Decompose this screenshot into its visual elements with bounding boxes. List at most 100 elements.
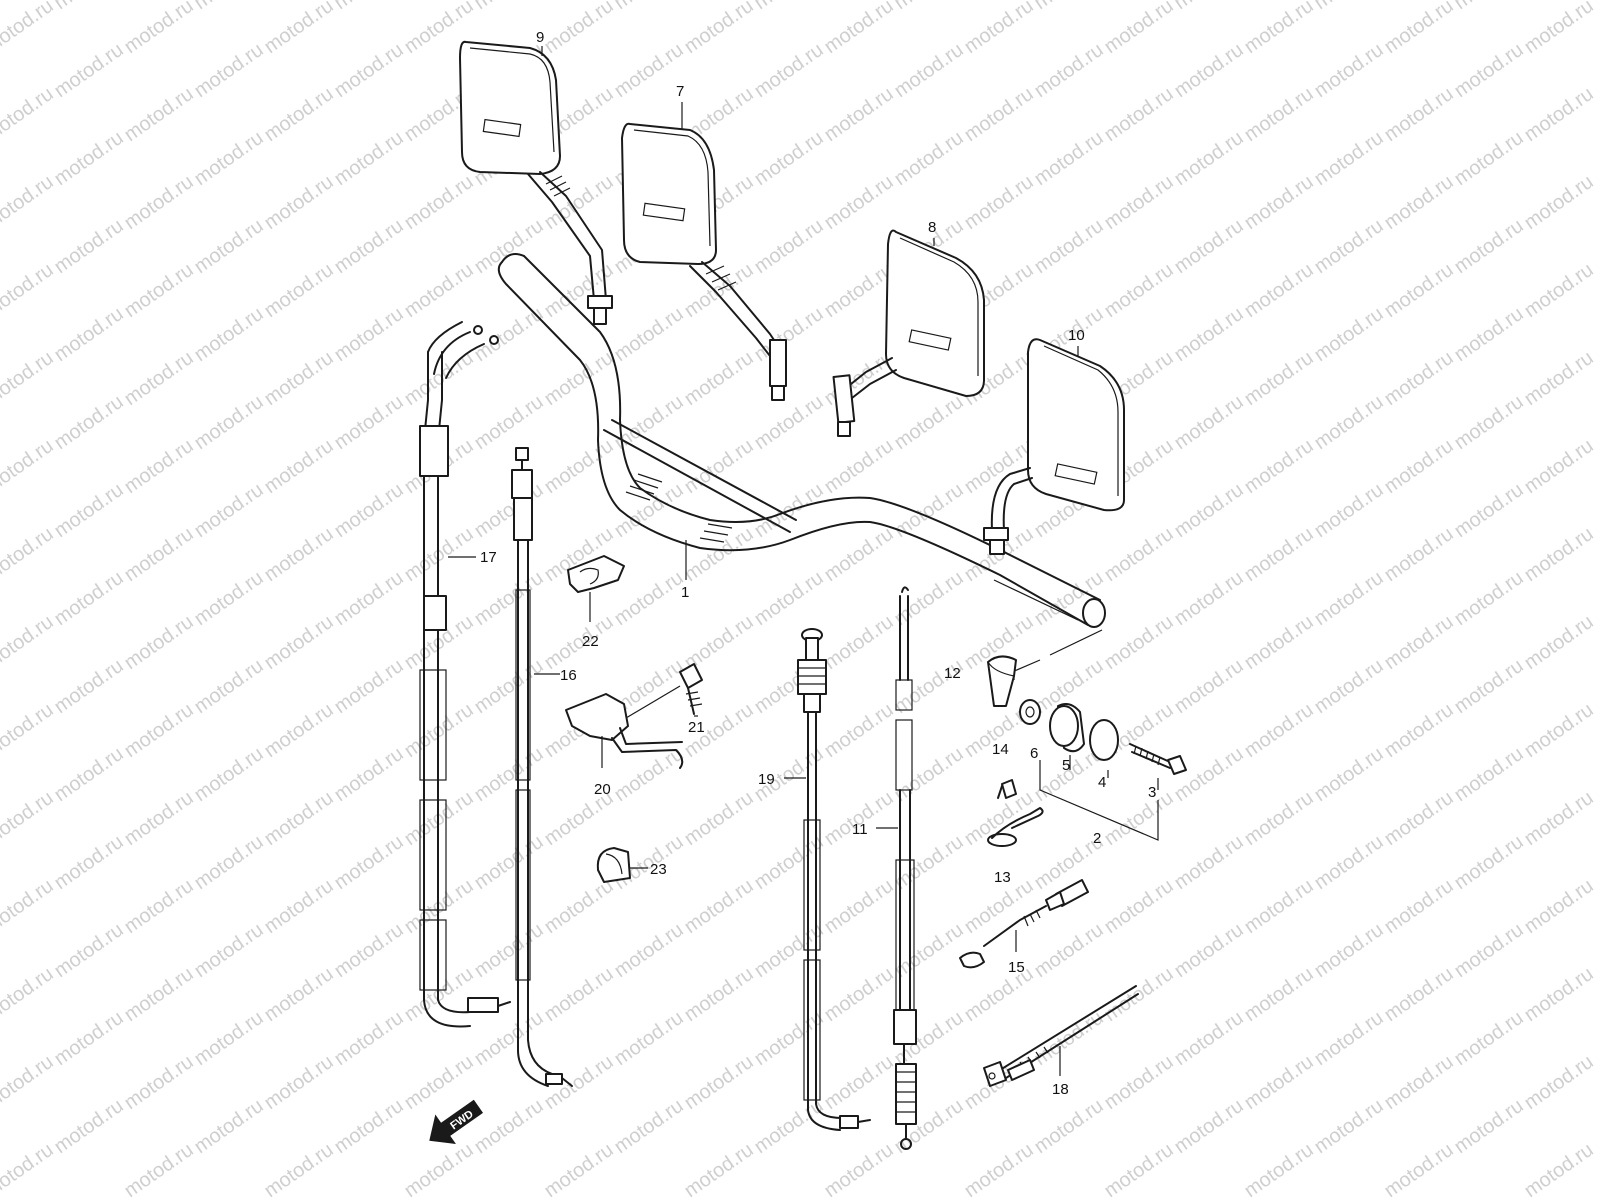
watermark-text: motod.ru [1310, 919, 1387, 982]
watermark-text: motod.ru [190, 39, 267, 102]
watermark-text: motod.ru [1100, 83, 1177, 146]
watermark-text: motod.ru [470, 831, 547, 894]
callout-22: 22 [582, 633, 599, 650]
watermark-text: motod.ru [1380, 611, 1457, 674]
watermark-text: motod.ru [120, 347, 197, 410]
watermark-text: motod.ru [540, 0, 617, 58]
watermark-text: motod.ru [120, 699, 197, 762]
watermark-text: motod.ru [190, 919, 267, 982]
watermark-text: motod.ru [470, 0, 547, 14]
watermark-text: motod.ru [470, 919, 547, 982]
watermark-text: motod.ru [1450, 0, 1527, 14]
watermark-text: motod.ru [890, 479, 967, 542]
watermark-text: motod.ru [1240, 0, 1317, 58]
watermark-text: motod.ru [960, 0, 1037, 58]
watermark-text: motod.ru [1450, 391, 1527, 454]
callout-2: 2 [1093, 830, 1101, 847]
watermark-text: motod.ru [680, 523, 757, 586]
watermark-text: motod.ru [1450, 39, 1527, 102]
watermark-text: motod.ru [750, 39, 827, 102]
watermark-text: motod.ru [1310, 479, 1387, 542]
watermark-text: motod.ru [0, 1139, 58, 1200]
watermark-text: motod.ru [680, 1139, 757, 1200]
watermark-text: motod.ru [260, 347, 337, 410]
watermark-text: motod.ru [0, 347, 58, 410]
watermark-text: motod.ru [820, 875, 897, 938]
watermark-text: motod.ru [1240, 83, 1317, 146]
callout-5: 5 [1062, 757, 1070, 774]
watermark-text: motod.ru [120, 435, 197, 498]
watermark-text: motod.ru [1310, 391, 1387, 454]
watermark-text: motod.ru [1240, 171, 1317, 234]
mirror-right-lower [832, 229, 985, 437]
watermark-text: motod.ru [1380, 1139, 1457, 1200]
watermark-text: motod.ru [1170, 39, 1247, 102]
watermark-text: motod.ru [50, 831, 127, 894]
watermark-text: motod.ru [1380, 347, 1457, 410]
watermark-text: motod.ru [1380, 171, 1457, 234]
watermark-text: motod.ru [1170, 1007, 1247, 1070]
watermark-text: motod.ru [890, 831, 967, 894]
watermark-text: motod.ru [1520, 259, 1597, 322]
clutch-cable-16 [511, 447, 573, 1087]
watermark-text: motod.ru [0, 1051, 58, 1114]
watermark-text: motod.ru [1030, 127, 1107, 190]
callout-4: 4 [1098, 774, 1106, 791]
watermark-text: motod.ru [0, 875, 58, 938]
watermark-text: motod.ru [1380, 787, 1457, 850]
watermark-text: motod.ru [960, 83, 1037, 146]
watermark-text: motod.ru [1030, 0, 1107, 14]
watermark-text: motod.ru [1520, 699, 1597, 762]
watermark-text: motod.ru [330, 303, 407, 366]
watermark-text: motod.ru [750, 215, 827, 278]
watermark-text: motod.ru [1240, 1051, 1317, 1114]
watermark-text: motod.ru [330, 0, 407, 14]
watermark-text: motod.ru [960, 1139, 1037, 1200]
watermark-text: motod.ru [0, 699, 58, 762]
watermark-text: motod.ru [1100, 787, 1177, 850]
watermark-text: motod.ru [0, 0, 58, 58]
watermark-text: motod.ru [1450, 479, 1527, 542]
watermark-text: motod.ru [1520, 171, 1597, 234]
watermark-text: motod.ru [1240, 787, 1317, 850]
watermark-text: motod.ru [1170, 391, 1247, 454]
watermark-text: motod.ru [1450, 1095, 1527, 1158]
callout-14: 14 [992, 741, 1009, 758]
watermark-text: motod.ru [1450, 567, 1527, 630]
watermark-text: motod.ru [680, 1051, 757, 1114]
watermark-text: motod.ru [1170, 1095, 1247, 1158]
watermark-text: motod.ru [1310, 39, 1387, 102]
callout-11: 11 [852, 821, 868, 838]
watermark-text: motod.ru [540, 347, 617, 410]
watermark-text: motod.ru [190, 391, 267, 454]
watermark-text: motod.ru [260, 171, 337, 234]
watermark-text: motod.ru [1310, 303, 1387, 366]
watermark-text: motod.ru [1380, 0, 1457, 58]
watermark-text: motod.ru [1520, 611, 1597, 674]
watermark-text: motod.ru [1030, 39, 1107, 102]
watermark-text: motod.ru [400, 1051, 477, 1114]
watermark-text: motod.ru [1450, 743, 1527, 806]
watermark-text: motod.ru [1170, 831, 1247, 894]
watermark-text: motod.ru [190, 831, 267, 894]
watermark-text: motod.ru [820, 963, 897, 1026]
watermark-text: motod.ru [750, 127, 827, 190]
watermark-text: motod.ru [1450, 919, 1527, 982]
watermark-text: motod.ru [260, 1139, 337, 1200]
watermark-text: motod.ru [1450, 831, 1527, 894]
watermark-text: motod.ru [610, 919, 687, 982]
watermark-text: motod.ru [750, 391, 827, 454]
watermark-text: motod.ru [1100, 875, 1177, 938]
watermark-text: motod.ru [1380, 963, 1457, 1026]
watermark-text: motod.ru [120, 523, 197, 586]
watermark-text: motod.ru [1240, 699, 1317, 762]
watermark-text: motod.ru [890, 127, 967, 190]
watermark-text: motod.ru [400, 171, 477, 234]
watermark-text: motod.ru [0, 611, 58, 674]
watermark-text: motod.ru [1380, 259, 1457, 322]
watermark-text: motod.ru [50, 567, 127, 630]
callout-23: 23 [650, 861, 667, 878]
watermark-text: motod.ru [50, 1007, 127, 1070]
watermark-text: motod.ru [1100, 259, 1177, 322]
